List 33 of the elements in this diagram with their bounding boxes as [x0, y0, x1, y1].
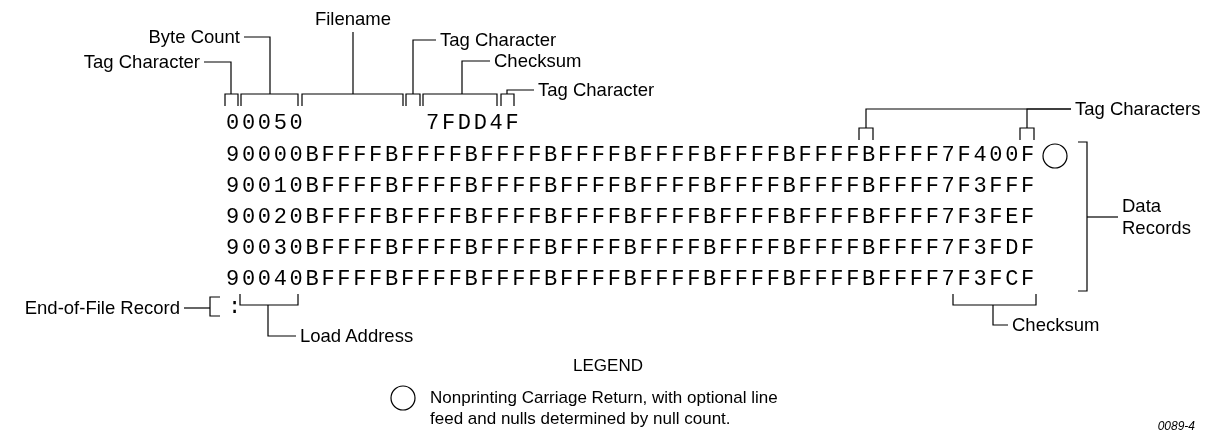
- callout-label: Byte Count: [148, 25, 240, 49]
- leader-line: [506, 89, 535, 95]
- leader-line: [203, 61, 232, 95]
- leader-line: [183, 307, 211, 309]
- legend-heading: LEGEND: [573, 356, 643, 374]
- hex-record-text: 7FDD4F: [426, 113, 522, 135]
- leader-line: [352, 31, 354, 95]
- callout-label: Tag Character: [538, 78, 655, 102]
- callout-label: Tag Character: [83, 50, 200, 74]
- callout-label: Tag Characters: [1075, 97, 1201, 121]
- callout-label: End-of-File Record: [24, 296, 180, 320]
- callout-label: Tag Character: [440, 28, 557, 52]
- figure-number: 0089-4: [1157, 420, 1195, 432]
- leader-line: [267, 304, 297, 337]
- leader-line: [865, 108, 1072, 129]
- leader-line: [461, 60, 491, 95]
- legend-text: Nonprinting Carriage Return, with optional line feed and nulls determined by null count.: [430, 387, 779, 429]
- hex-record-text: 90020BFFFFBFFFFBFFFFBFFFFBFFFFBFFFFBFFFFBFFFF7F3FEF: [226, 207, 1037, 229]
- leader-line: [412, 39, 437, 95]
- leader-line: [992, 304, 1009, 326]
- hex-record-text: 90010BFFFFBFFFFBFFFFBFFFFBFFFFBFFFFBFFFFBFFFF7F3FFF: [226, 176, 1037, 198]
- callout-label: Filename: [314, 7, 392, 31]
- leader-line: [243, 36, 271, 95]
- callout-label: Checksum: [1012, 313, 1100, 337]
- hex-record-text: 00050: [226, 113, 306, 135]
- callout-label: Checksum: [494, 49, 582, 73]
- callout-label: Data Records: [1122, 194, 1197, 240]
- leader-line: [1086, 216, 1119, 218]
- hex-record-text: 90000BFFFFBFFFFBFFFFBFFFFBFFFFBFFFFBFFFFBFFFF7F400F: [226, 145, 1037, 167]
- hex-record-text: 90030BFFFFBFFFFBFFFFBFFFFBFFFFBFFFFBFFFFBFFFF7F3FDF: [226, 238, 1037, 260]
- hex-record-text: :: [228, 297, 244, 319]
- callout-label: Load Address: [300, 324, 414, 348]
- hex-record-text: 90040BFFFFBFFFFBFFFFBFFFFBFFFFBFFFFBFFFFBFFFF7F3FCF: [226, 269, 1037, 291]
